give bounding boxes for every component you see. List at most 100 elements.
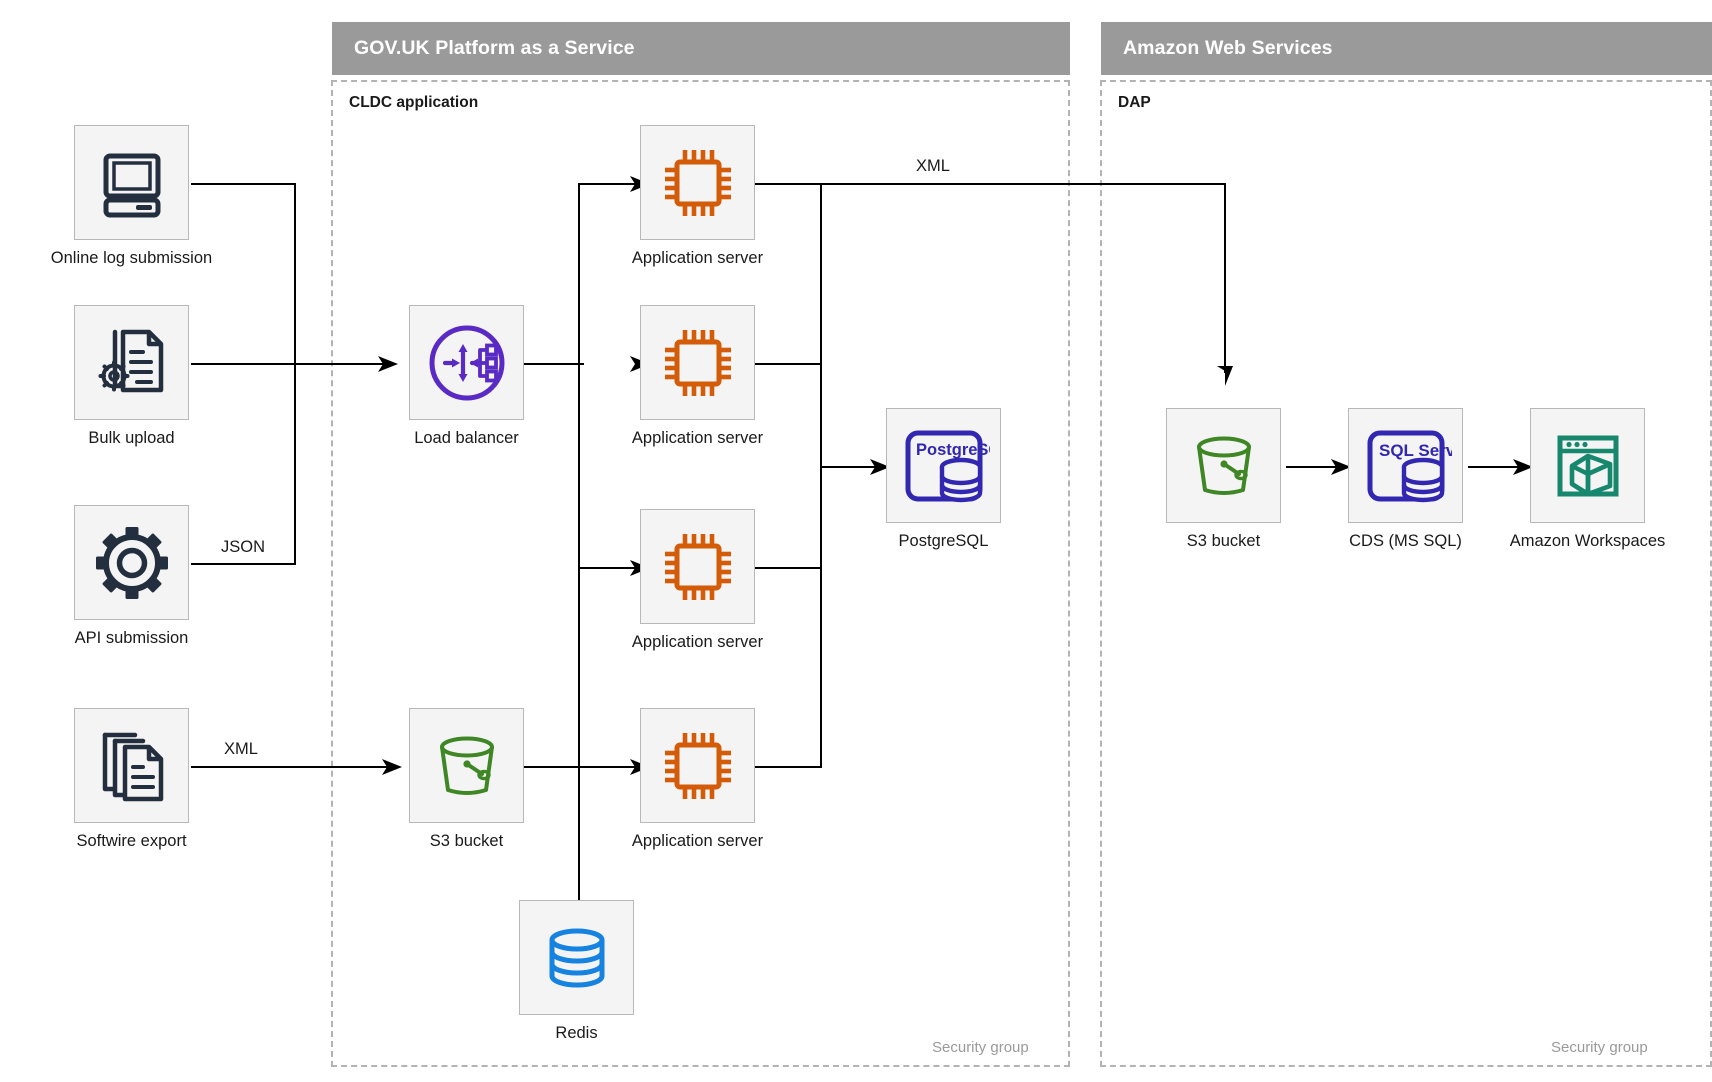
container-title-dap: DAP [1118, 94, 1151, 111]
wire-s3-to-cds [1286, 466, 1336, 468]
zone-header-aws: Amazon Web Services [1101, 22, 1712, 75]
node-label-s3-bucket-aws: S3 bucket [1186, 532, 1261, 550]
node-application-server-4[interactable]: Application server [632, 708, 763, 850]
node-box-cds-ms-sql: SQL Server [1348, 408, 1463, 523]
node-box-application-server-1 [640, 125, 755, 240]
node-box-amazon-workspaces [1530, 408, 1645, 523]
wire-api-vertical [294, 363, 296, 564]
node-box-s3-bucket-aws [1166, 408, 1281, 523]
amazon-workspaces-icon [1557, 435, 1618, 496]
sql-server-icon: SQL Server [1367, 430, 1452, 502]
wire-cds-to-workspaces [1468, 466, 1518, 468]
zone-header-paas: GOV.UK Platform as a Service [332, 22, 1070, 75]
arrowhead-to-postgresql [870, 459, 890, 475]
node-box-application-server-3 [640, 509, 755, 624]
edge-label-xml-softwire: XML [219, 740, 263, 759]
cpu-chip-icon [664, 533, 731, 600]
node-amazon-workspaces[interactable]: Amazon Workspaces [1510, 408, 1665, 550]
node-box-application-server-2 [640, 305, 755, 420]
wire-app2-out [755, 363, 822, 365]
node-load-balancer[interactable]: Load balancer [409, 305, 524, 447]
node-redis[interactable]: Redis [519, 900, 634, 1042]
wire-db-collector-spine [820, 183, 822, 768]
wire-online-log-horizontal [191, 183, 296, 185]
cpu-chip-icon [664, 329, 731, 396]
database-cylinder-icon [549, 928, 604, 987]
node-label-application-server-3: Application server [631, 633, 764, 651]
cpu-chip-icon [664, 732, 731, 799]
wire-xml-drop-to-s3 [1224, 183, 1226, 373]
node-label-application-server-1: Application server [631, 249, 764, 267]
load-balancer-icon [429, 325, 504, 400]
sql-server-badge-text: SQL Server [1379, 441, 1452, 460]
cpu-chip-icon [664, 149, 731, 216]
node-postgresql[interactable]: PostgreSQL PostgreSQL [886, 408, 1001, 550]
wire-lb-out [524, 363, 584, 365]
security-group-label-dap: Security group [1551, 1039, 1648, 1056]
document-gear-icon [98, 329, 163, 392]
node-label-amazon-workspaces: Amazon Workspaces [1509, 532, 1666, 550]
node-label-load-balancer: Load balancer [414, 429, 519, 447]
container-cldc-application [331, 80, 1070, 1067]
node-s3-bucket-paas[interactable]: S3 bucket [409, 708, 524, 850]
node-bulk-upload[interactable]: Bulk upload [74, 305, 189, 447]
arrowhead-to-cds [1331, 459, 1351, 475]
wire-redis-vertical [578, 567, 580, 901]
node-label-api-submission: API submission [74, 629, 189, 647]
postgresql-badge-text: PostgreSQL [916, 441, 990, 459]
node-box-online-log-submission [74, 125, 189, 240]
container-dap [1100, 80, 1712, 1067]
arrowhead-to-s3-paas [382, 759, 402, 775]
node-softwire-export[interactable]: Softwire export [74, 708, 189, 850]
node-label-application-server-4: Application server [631, 832, 764, 850]
gear-icon [95, 526, 168, 599]
wire-softwire-to-s3 [191, 766, 387, 768]
node-label-cds-ms-sql: CDS (MS SQL) [1349, 532, 1462, 550]
security-group-label-cldc: Security group [932, 1039, 1029, 1056]
node-application-server-1[interactable]: Application server [632, 125, 763, 267]
wire-app3-out [755, 567, 822, 569]
node-box-s3-bucket-paas [409, 708, 524, 823]
node-s3-bucket-aws[interactable]: S3 bucket [1166, 408, 1281, 550]
node-label-postgresql: PostgreSQL [898, 532, 989, 550]
node-box-postgresql: PostgreSQL [886, 408, 1001, 523]
wire-api-horizontal [191, 563, 296, 565]
node-box-bulk-upload [74, 305, 189, 420]
node-label-online-log-submission: Online log submission [50, 249, 213, 267]
wire-lb-to-app3 [578, 567, 635, 569]
node-box-load-balancer [409, 305, 524, 420]
node-label-application-server-2: Application server [631, 429, 764, 447]
arrowhead-to-load-balancer [378, 356, 398, 372]
node-box-softwire-export [74, 708, 189, 823]
node-api-submission[interactable]: API submission [74, 505, 189, 647]
s3-bucket-icon [1196, 436, 1251, 495]
edge-label-json: JSON [216, 538, 271, 557]
node-cds-ms-sql[interactable]: SQL Server CDS (MS SQL) [1348, 408, 1463, 550]
s3-bucket-icon [439, 736, 494, 795]
node-label-softwire-export: Softwire export [76, 832, 187, 850]
node-application-server-3[interactable]: Application server [632, 509, 763, 651]
node-box-api-submission [74, 505, 189, 620]
wire-bulk-upload-horizontal [191, 363, 383, 365]
node-online-log-submission[interactable]: Online log submission [51, 125, 212, 267]
wire-lb-spine [578, 183, 580, 568]
zone-title-paas: GOV.UK Platform as a Service [354, 37, 635, 59]
wire-app4-out [755, 766, 822, 768]
edge-label-xml-to-aws: XML [911, 157, 955, 176]
node-application-server-2[interactable]: Application server [632, 305, 763, 447]
wire-lb-to-app1 [578, 183, 635, 185]
arrowhead-to-workspaces [1513, 459, 1533, 475]
node-label-redis: Redis [555, 1024, 598, 1042]
documents-stack-icon [102, 732, 163, 801]
postgresql-icon: PostgreSQL [905, 430, 990, 502]
zone-title-aws: Amazon Web Services [1123, 37, 1333, 59]
node-box-redis [519, 900, 634, 1015]
container-title-cldc: CLDC application [349, 94, 479, 111]
wire-online-log-vertical [294, 183, 296, 364]
node-label-s3-bucket-paas: S3 bucket [429, 832, 504, 850]
desktop-computer-icon [103, 153, 160, 217]
wire-xml-to-aws [755, 183, 1226, 185]
arrowhead-to-s3-aws [1217, 366, 1233, 386]
node-box-application-server-4 [640, 708, 755, 823]
